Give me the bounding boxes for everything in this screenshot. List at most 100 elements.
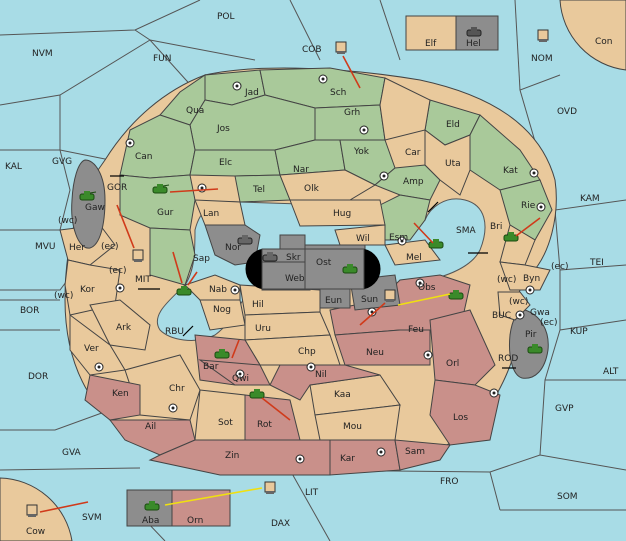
label-chr: Chr	[169, 384, 185, 394]
label-sam: Sam	[405, 447, 425, 457]
label-ec-2: (ec)	[551, 262, 569, 272]
label-byn: Byn	[523, 274, 540, 284]
label-nom: NOM	[531, 54, 553, 64]
label-wc-4: (wc)	[509, 297, 528, 307]
label-sot: Sot	[218, 418, 233, 428]
label-nog: Nog	[213, 305, 231, 315]
label-hug: Hug	[333, 209, 351, 219]
label-ark: Ark	[116, 323, 132, 333]
label-feu: Feu	[408, 325, 424, 335]
army-unit[interactable]	[342, 264, 358, 274]
label-wil: Wil	[356, 234, 370, 244]
territory-neu[interactable]	[334, 329, 431, 366]
label-web: Web	[285, 274, 305, 284]
territory-rie[interactable]	[499, 179, 553, 241]
label-zin: Zin	[225, 451, 239, 461]
label-elf: Elf	[425, 39, 437, 49]
label-alt: ALT	[603, 367, 619, 377]
territory-orl[interactable]	[429, 309, 496, 386]
army-unit[interactable]	[527, 344, 543, 354]
territory-ken[interactable]	[84, 374, 141, 421]
label-som: SOM	[557, 492, 578, 502]
label-rbu: RBU	[165, 327, 184, 337]
label-ail: Ail	[145, 422, 156, 432]
strait-markers	[110, 175, 516, 369]
territory-uta[interactable]	[424, 129, 471, 196]
fleet-unit[interactable]	[335, 41, 347, 54]
label-eld: Eld	[446, 120, 460, 130]
fleet-unit[interactable]	[264, 481, 276, 494]
label-eun: Eun	[325, 296, 342, 306]
label-fro: FRO	[440, 477, 459, 487]
territory-los[interactable]	[429, 379, 501, 446]
territory-jos[interactable]	[189, 94, 316, 151]
army-unit[interactable]	[466, 27, 482, 37]
army-unit[interactable]	[428, 239, 444, 249]
territory-ark[interactable]	[89, 299, 151, 351]
label-hel: Hel	[466, 39, 481, 49]
army-unit[interactable]	[144, 501, 160, 511]
label-nab: Nab	[209, 285, 227, 295]
label-gvg: GVG	[52, 157, 72, 167]
label-lan: Lan	[203, 209, 219, 219]
army-unit[interactable]	[152, 184, 170, 194]
army-unit[interactable]	[237, 235, 253, 245]
label-kam: KAM	[580, 194, 600, 204]
territory-sam[interactable]	[394, 439, 451, 471]
fleet-unit[interactable]	[26, 504, 38, 517]
label-ec-3: (ec)	[109, 266, 127, 276]
army-unit[interactable]	[448, 290, 464, 300]
territory-gur[interactable]	[119, 174, 196, 231]
label-tei: TEI	[589, 258, 604, 268]
label-tel: Tel	[252, 185, 265, 195]
territory-byn[interactable]	[499, 261, 551, 291]
label-sap: Sap	[193, 254, 210, 264]
label-pir: Pir	[525, 330, 537, 340]
label-kor: Kor	[80, 285, 95, 295]
territory-gaw[interactable]	[71, 159, 106, 249]
territory-nab[interactable]	[184, 274, 241, 301]
label-cob: COB	[302, 45, 322, 55]
territory-sot[interactable]	[194, 389, 246, 441]
fleet-unit[interactable]	[384, 289, 396, 302]
label-bri: Bri	[490, 222, 502, 232]
territory-con[interactable]	[559, 0, 626, 71]
army-unit[interactable]	[79, 191, 97, 201]
label-hil: Hil	[252, 300, 264, 310]
label-gur: Gur	[157, 208, 174, 218]
label-fun: FUN	[153, 54, 172, 64]
label-svm: SVM	[82, 513, 102, 523]
label-dax: DAX	[271, 519, 290, 529]
label-car: Car	[405, 148, 421, 158]
territory-olk[interactable]	[279, 169, 377, 201]
territory-orn[interactable]	[171, 489, 231, 527]
label-wc-2: (wc)	[497, 275, 516, 285]
label-pol: POL	[217, 12, 235, 22]
territory-ver[interactable]	[69, 314, 126, 376]
army-unit[interactable]	[176, 286, 192, 296]
neutral-regions	[59, 77, 551, 441]
label-qua: Qua	[186, 106, 204, 116]
fleet-unit[interactable]	[132, 249, 144, 262]
territory-chp[interactable]	[244, 334, 341, 366]
army-unit[interactable]	[249, 389, 265, 399]
army-unit[interactable]	[214, 349, 230, 359]
territory-elc[interactable]	[189, 149, 281, 177]
territory-elf[interactable]	[405, 15, 457, 51]
territory-sap[interactable]	[149, 227, 196, 286]
territory-car[interactable]	[379, 77, 431, 141]
army-unit[interactable]	[503, 232, 519, 242]
label-can: Can	[135, 152, 153, 162]
army-unit[interactable]	[262, 252, 278, 262]
territory-mel[interactable]	[384, 239, 441, 266]
label-lit: LIT	[305, 488, 319, 498]
label-mit: MIT	[135, 275, 151, 285]
label-gor: GOR	[107, 183, 127, 193]
fleet-unit[interactable]	[537, 29, 549, 42]
label-dor: DOR	[28, 372, 48, 382]
territory-pir[interactable]	[509, 309, 549, 379]
label-orn: Orn	[187, 516, 203, 526]
territory-qwi[interactable]	[198, 359, 271, 386]
label-wc-1: (wc)	[58, 216, 77, 226]
